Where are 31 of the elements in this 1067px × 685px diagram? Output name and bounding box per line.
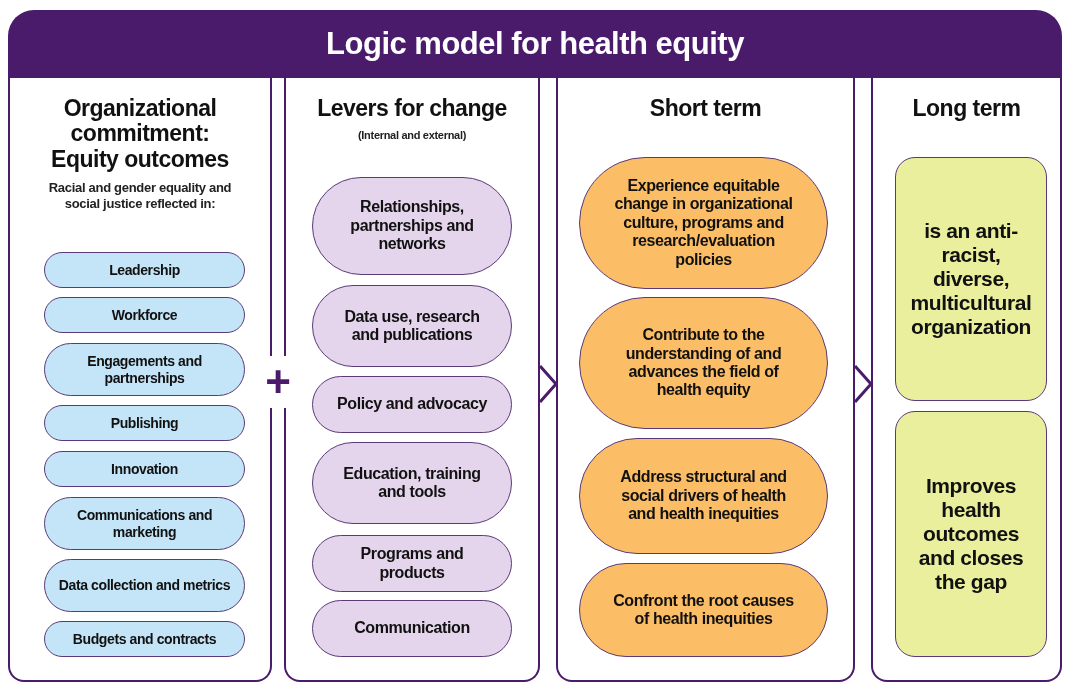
long-term-column bbox=[871, 78, 1062, 682]
outcome-pill: Workforce bbox=[44, 297, 245, 333]
outcome-pill: Engagements and partnerships bbox=[44, 343, 245, 396]
title: Logic model for health equity bbox=[326, 24, 744, 63]
outcome-pill: Data use, research and publications bbox=[312, 285, 512, 367]
outcome-pill: Education, training and tools bbox=[312, 442, 512, 524]
column-heading: Levers for change bbox=[317, 96, 507, 122]
column-subheading: Racial and gender equality and social justice reflected in: bbox=[47, 179, 233, 213]
outcome-pill: Experience equitable change in organizational culture, programs and research/evaluation policies bbox=[579, 157, 828, 289]
outcome-pill: Policy and advocacy bbox=[312, 376, 512, 433]
column-heading: Organizational commitment: Equity outcomes bbox=[50, 96, 230, 172]
short-term-column bbox=[556, 78, 855, 682]
outcome-pill: Communications and marketing bbox=[44, 497, 245, 550]
outcome-pill: Publishing bbox=[44, 405, 245, 441]
outcome-pill: is an anti-racist, diverse, multicultural organization bbox=[895, 157, 1047, 401]
outcome-pill: Contribute to the understanding of and advances the field of health equity bbox=[579, 297, 828, 429]
outcome-pill: Data collection and metrics bbox=[44, 559, 245, 612]
outcome-pill: Communication bbox=[312, 600, 512, 657]
outcome-pill: Innovation bbox=[44, 451, 245, 487]
outcome-pill: Confront the root causes of health inequities bbox=[579, 563, 828, 657]
outcome-pill: Address structural and social drivers of health and health inequities bbox=[579, 438, 828, 554]
outcome-pill: Improves health outcomes and closes the gap bbox=[895, 411, 1047, 657]
chevron-arrow bbox=[538, 365, 558, 403]
outcome-pill: Relationships, partnerships and networks bbox=[312, 177, 512, 275]
column-heading: Short term bbox=[649, 96, 762, 122]
column-heading: Long term bbox=[912, 96, 1021, 122]
outcome-pill: Leadership bbox=[44, 252, 245, 288]
outcome-pill: Programs and products bbox=[312, 535, 512, 592]
outcome-pill: Budgets and contracts bbox=[44, 621, 245, 657]
column-subheading: (Internal and external) bbox=[358, 129, 466, 144]
chevron-arrow bbox=[853, 365, 873, 403]
